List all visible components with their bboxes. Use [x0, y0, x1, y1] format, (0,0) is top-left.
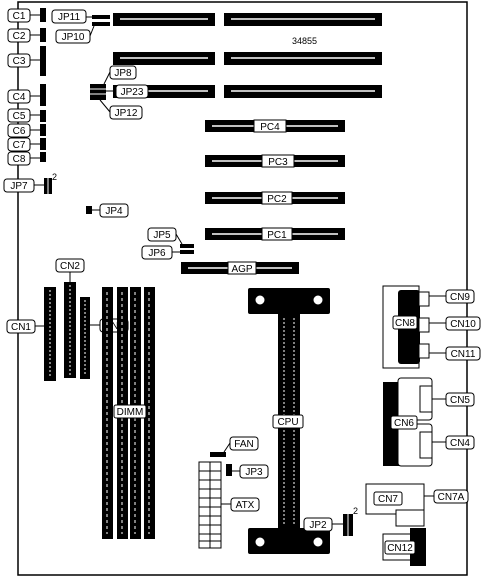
svg-text:JP5: JP5 — [153, 230, 171, 241]
label-jp11: JP11 — [51, 9, 92, 24]
label-jp8: JP8 — [103, 65, 137, 85]
svg-text:CPU: CPU — [277, 417, 298, 428]
svg-text:JP6: JP6 — [148, 248, 166, 259]
label-jp10: JP10 — [55, 25, 95, 44]
pci-slot-pc2: PC2 — [205, 191, 345, 205]
svg-text:C3: C3 — [13, 56, 26, 67]
label-jp23: JP23 — [106, 84, 149, 99]
connector-cn1 — [44, 287, 56, 381]
isa-slots — [113, 13, 382, 98]
label-cn10: CN10 — [429, 316, 481, 331]
label-cn4: CN4 — [432, 435, 475, 450]
label-cn6: CN6 — [390, 415, 418, 430]
jumper-jp4 — [86, 206, 92, 214]
pc4-label: PC4 — [260, 122, 280, 133]
agp-slot: AGP — [181, 261, 299, 275]
label-jp6: JP6 — [141, 245, 180, 260]
jumper-jp11-jp10-block — [92, 15, 110, 26]
svg-text:C1: C1 — [13, 11, 26, 22]
jumper-jp5-jp6 — [180, 244, 194, 254]
label-fan: FAN — [223, 436, 259, 453]
svg-text:JP8: JP8 — [114, 68, 132, 79]
svg-text:JP10: JP10 — [62, 32, 85, 43]
svg-text:DIMM: DIMM — [117, 407, 144, 418]
label-cn2: CN2 — [55, 258, 85, 282]
svg-text:JP2: JP2 — [309, 520, 327, 531]
svg-text:FAN: FAN — [234, 439, 253, 450]
jumper-jp7 — [44, 178, 52, 194]
label-jp5: JP5 — [147, 227, 183, 245]
pci-slot-pc4: PC4 — [205, 119, 345, 133]
svg-text:CN4: CN4 — [450, 438, 470, 449]
label-jp2: JP2 — [303, 517, 343, 532]
board-id: 34855 — [292, 36, 317, 46]
pc3-label: PC3 — [268, 157, 288, 168]
label-c1: C1 — [7, 8, 40, 23]
svg-text:C6: C6 — [13, 126, 26, 137]
label-cn12: CN12 — [384, 540, 416, 555]
svg-text:JP11: JP11 — [58, 12, 80, 23]
svg-text:CN9: CN9 — [450, 292, 470, 303]
svg-text:CN5: CN5 — [450, 395, 470, 406]
pci-slot-pc3: PC3 — [205, 154, 345, 168]
jp2-pin-number: 2 — [353, 506, 358, 516]
jumper-jp8-jp23-jp12-block — [90, 84, 106, 100]
svg-text:JP3: JP3 — [245, 467, 263, 478]
jumper-jp3 — [226, 464, 232, 476]
label-jp3: JP3 — [232, 464, 269, 479]
svg-text:CN11: CN11 — [451, 349, 476, 360]
svg-text:C5: C5 — [13, 111, 26, 122]
label-cn8: CN8 — [392, 315, 418, 330]
svg-text:CN10: CN10 — [450, 319, 476, 330]
svg-text:C8: C8 — [13, 154, 26, 165]
pci-slot-pc1: PC1 — [205, 227, 345, 241]
svg-text:JP7: JP7 — [10, 181, 28, 192]
svg-text:CN12: CN12 — [387, 543, 413, 554]
svg-text:C7: C7 — [13, 140, 26, 151]
label-cn9: CN9 — [429, 289, 475, 304]
label-cn1: CN1 — [6, 319, 44, 334]
atx-power-connector — [198, 461, 222, 549]
svg-text:CN8: CN8 — [395, 318, 415, 329]
label-jp7: JP7 — [3, 178, 44, 193]
svg-text:C4: C4 — [13, 92, 26, 103]
agp-label: AGP — [231, 264, 252, 275]
capacitor-group — [40, 8, 46, 162]
label-c3: C3 — [7, 53, 40, 68]
connector-cn2 — [64, 282, 76, 378]
svg-text:CN3: CN3 — [104, 321, 124, 332]
pc1-label: PC1 — [267, 230, 287, 241]
label-dimm: DIMM — [113, 404, 147, 419]
svg-text:CN2: CN2 — [60, 261, 80, 272]
label-cpu: CPU — [272, 414, 304, 429]
svg-text:ATX: ATX — [236, 500, 255, 511]
svg-text:CN7: CN7 — [378, 494, 398, 505]
label-c2: C2 — [7, 28, 40, 43]
fan-header — [210, 452, 226, 457]
pc2-label: PC2 — [267, 194, 287, 205]
label-c5: C5 — [7, 108, 40, 123]
label-c7: C7 — [7, 137, 40, 152]
svg-text:C2: C2 — [13, 31, 26, 42]
svg-text:JP4: JP4 — [105, 206, 123, 217]
svg-text:CN7A: CN7A — [438, 492, 465, 503]
svg-text:JP12: JP12 — [115, 108, 138, 119]
jp7-pin-number: 2 — [52, 172, 57, 182]
label-atx: ATX — [221, 497, 260, 512]
svg-text:CN1: CN1 — [11, 322, 31, 333]
label-cn7a: CN7A — [424, 489, 469, 504]
label-jp4: JP4 — [92, 203, 129, 218]
label-cn7: CN7 — [373, 491, 403, 506]
label-c6: C6 — [7, 123, 40, 138]
label-cn5: CN5 — [432, 392, 475, 407]
label-c8: C8 — [7, 151, 40, 166]
connector-cn3 — [80, 297, 90, 379]
label-cn11: CN11 — [429, 346, 481, 361]
svg-text:JP23: JP23 — [121, 87, 144, 98]
label-jp12: JP12 — [99, 99, 143, 120]
jumper-jp2 — [343, 514, 353, 536]
svg-text:CN6: CN6 — [394, 418, 414, 429]
label-c4: C4 — [7, 89, 40, 104]
